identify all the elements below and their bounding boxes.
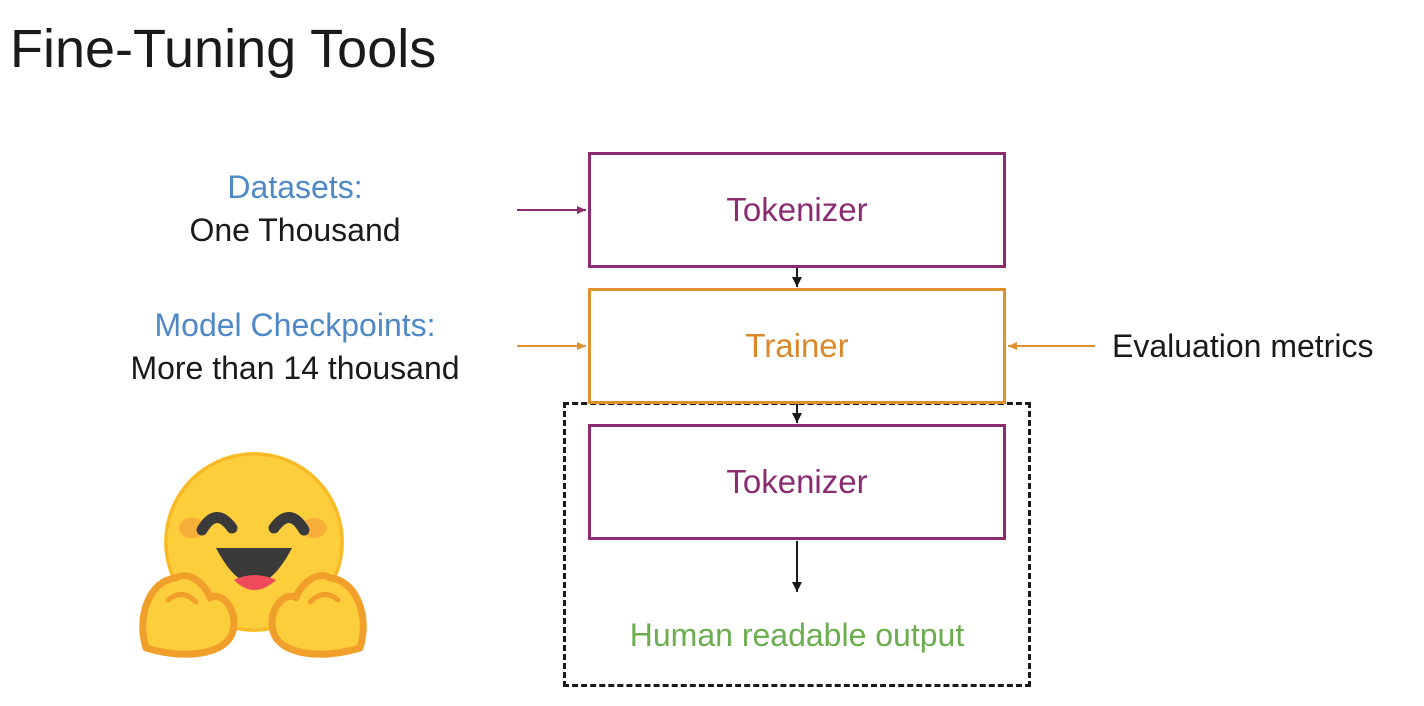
datasets-value: One Thousand [189,212,401,248]
trainer-box: Trainer [588,288,1006,404]
tokenizer-top-label: Tokenizer [726,191,868,228]
tokenizer-bottom-label: Tokenizer [726,463,868,500]
datasets-label: Datasets: One Thousand [130,166,460,252]
model-checkpoints-value: More than 14 thousand [130,350,460,386]
hugging-face-emoji-icon [139,452,367,658]
datasets-heading: Datasets: [227,169,363,205]
model-checkpoints-heading: Model Checkpoints: [154,307,436,343]
page-title: Fine-Tuning Tools [10,19,437,79]
evaluation-metrics-label: Evaluation metrics [1112,328,1374,364]
trainer-label: Trainer [745,327,849,364]
tokenizer-box-top: Tokenizer [588,152,1006,268]
human-readable-output-label: Human readable output [629,617,965,653]
model-checkpoints-label: Model Checkpoints: More than 14 thousand [90,304,500,390]
tokenizer-box-bottom: Tokenizer [588,424,1006,540]
